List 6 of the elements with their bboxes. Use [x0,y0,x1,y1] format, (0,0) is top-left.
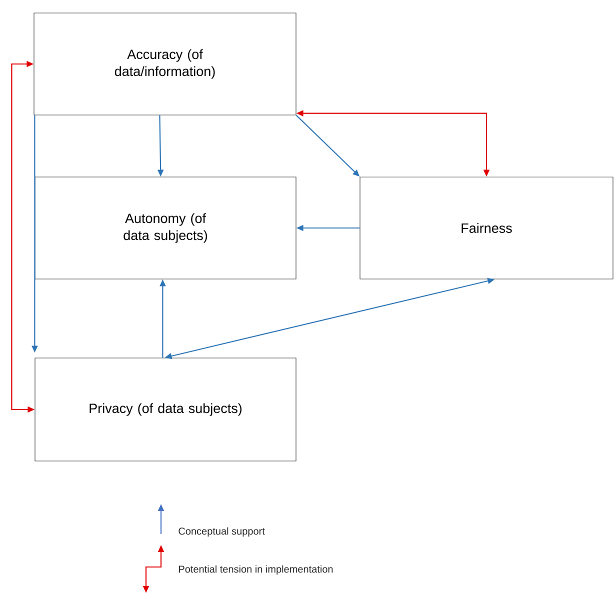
legend-label: Conceptual support [178,527,265,537]
concept-box: Autonomy (of data subjects) [34,176,296,280]
concept-box: Fairness [360,176,614,280]
legend-label: Potential tension in implementation [179,565,333,575]
concept-box: Accuracy (of data/information) [34,12,296,116]
concept-box: Privacy (of data subjects) [34,358,296,462]
